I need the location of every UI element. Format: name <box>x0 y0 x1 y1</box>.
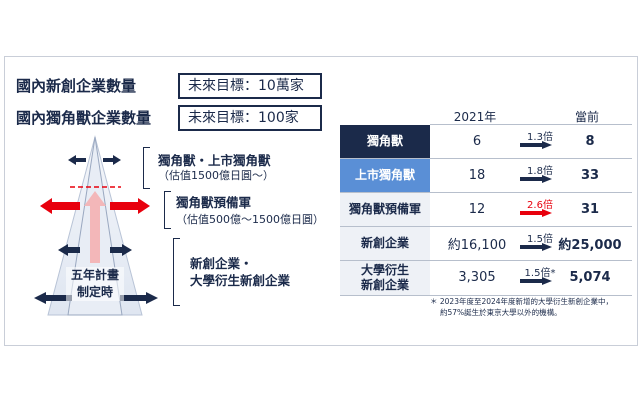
value-now: 5,074 <box>569 270 611 285</box>
column-now: 當前 <box>574 110 599 124</box>
multiplier: 1.8倍 <box>527 166 553 177</box>
column-2021: 2021年 <box>453 110 497 124</box>
footnote-line1: ＊ 2023年度至2024年度新增的大學衍生新創企業中， <box>430 297 614 306</box>
value-now: 31 <box>580 202 600 217</box>
growth-arrow-icon <box>520 209 552 217</box>
multiplier: 1.5倍* <box>524 268 556 279</box>
growth-arrow-icon <box>520 175 552 183</box>
plan-line1: 五年計畫 <box>70 268 119 282</box>
multiplier: 2.6倍 <box>527 200 553 211</box>
growth-arrow-icon <box>520 277 552 285</box>
tier2-bracket <box>164 191 171 229</box>
tier3-line2: 大學衍生新創企業 <box>190 273 291 288</box>
multiplier: 1.5倍 <box>527 234 553 245</box>
value-2021: 3,305 <box>458 270 496 285</box>
tier3-line1: 新創企業・ <box>190 256 253 271</box>
row-label: 新創企業 <box>340 227 430 260</box>
value-now: 約25,000 <box>558 238 622 253</box>
tier3-bracket <box>173 238 180 306</box>
row-label-line2: 新創企業 <box>360 278 409 292</box>
growth-arrow-icon <box>520 243 552 251</box>
multiplier: 1.3倍 <box>527 132 553 143</box>
tier1-sub: （估值1500億日圓～） <box>158 169 274 182</box>
value-now: 8 <box>585 134 595 149</box>
domestic-unicorn-target: 未來目標：100家 <box>178 105 322 131</box>
table-header-rule <box>430 106 632 125</box>
tier3b-left-arrow <box>34 292 72 304</box>
table-row-university-spinoffs: 大學衍生 新創企業 3,305 1.5倍* 5,074 <box>340 261 632 296</box>
domestic-startups-target: 未來目標：10萬家 <box>178 73 322 99</box>
domestic-startups-label: 國內新創企業數量 <box>16 77 137 95</box>
growth-arrow-head <box>84 191 106 206</box>
tier3a-right-arrow <box>110 244 132 256</box>
value-2021: 18 <box>468 168 486 183</box>
tier2-sub: （估值500億～1500億日圓） <box>176 213 324 226</box>
row-label: 獨角獸 <box>340 125 430 158</box>
footnote-line2: 約57%誕生於東京大學以外的機構。 <box>440 308 562 317</box>
footnote: ＊ 2023年度至2024年度新增的大學衍生新創企業中， 約57%誕生於東京大學… <box>430 296 635 318</box>
plan-line2: 制定時 <box>76 285 113 299</box>
row-label-line1: 大學衍生 <box>360 263 409 277</box>
growth-arrow-icon <box>520 141 552 149</box>
domestic-unicorn-label: 國內獨角獸企業數量 <box>16 109 152 127</box>
table-row-startups: 新創企業 約16,100 1.5倍 約25,000 <box>340 227 632 261</box>
growth-arrow-shaft <box>90 205 100 263</box>
table-row-listed-unicorn: 上市獨角獸 18 1.8倍 33 <box>340 159 632 193</box>
tier2-right-arrow <box>110 198 150 214</box>
plan-label: 五年計畫 制定時 <box>66 267 124 301</box>
tier3b-right-arrow <box>120 292 158 304</box>
row-label: 獨角獸預備軍 <box>340 193 430 226</box>
tier1-left-arrow <box>68 155 86 165</box>
tier1-title: 獨角獸・上市獨角獸 <box>158 153 271 168</box>
value-2021: 6 <box>472 134 482 149</box>
tier3a-left-arrow <box>58 244 80 256</box>
tier2-left-arrow <box>40 198 80 214</box>
tier2-title: 獨角獸預備軍 <box>176 195 252 210</box>
tier1-right-arrow <box>103 155 121 165</box>
row-label: 大學衍生 新創企業 <box>340 261 430 295</box>
value-2021: 約16,100 <box>447 238 507 253</box>
value-2021: 12 <box>468 202 486 217</box>
table-row-unicorn-reserve: 獨角獸預備軍 12 2.6倍 31 <box>340 193 632 227</box>
table-row-unicorn: 獨角獸 6 1.3倍 8 <box>340 125 632 159</box>
value-now: 33 <box>580 168 600 183</box>
row-label: 上市獨角獸 <box>340 159 430 192</box>
tier1-bracket <box>143 147 150 189</box>
